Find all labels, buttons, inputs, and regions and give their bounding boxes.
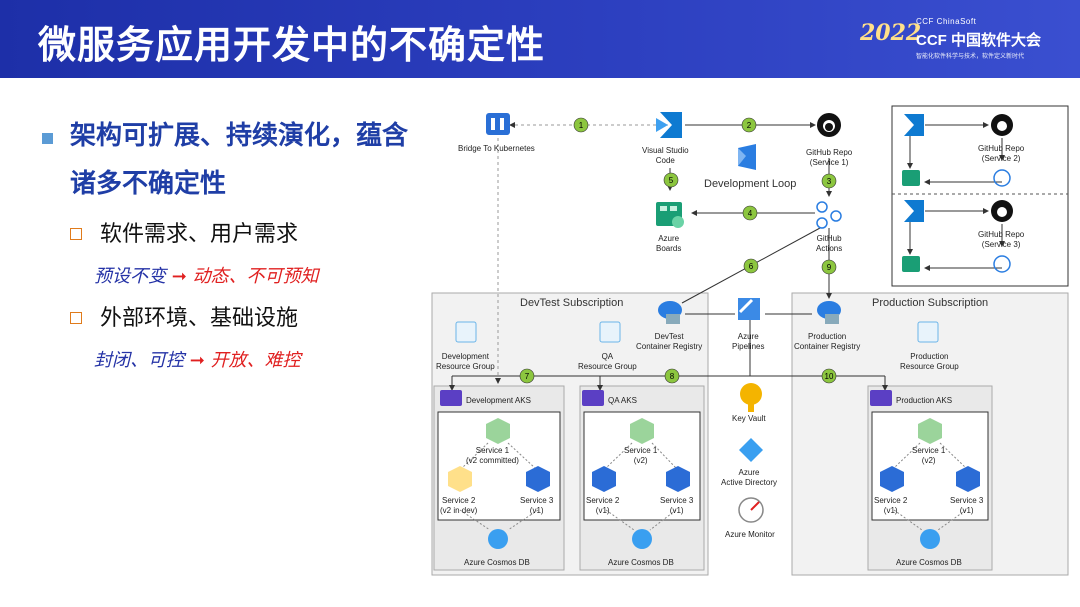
dev-cosmos-label: Azure Cosmos DB xyxy=(464,558,530,567)
svg-text:5: 5 xyxy=(669,176,674,185)
azure-pipelines-icon xyxy=(738,298,760,320)
devtest-registry-label: DevTest Container Registry xyxy=(636,332,703,351)
sub-bullet-2-text: 外部环境、基础设施 xyxy=(100,306,299,331)
resource-group-icons xyxy=(455,321,939,343)
prod-svc3-label: Service 3 (v1) xyxy=(950,496,984,515)
checkbox-bullet-icon xyxy=(70,312,82,324)
svg-text:6: 6 xyxy=(749,262,754,271)
svg-text:9: 9 xyxy=(827,263,832,272)
bridge-label: Bridge To Kubernetes xyxy=(458,144,535,153)
monitor-label: Azure Monitor xyxy=(725,530,775,539)
svg-text:7: 7 xyxy=(525,372,530,381)
github-icon xyxy=(817,113,841,137)
note-1-arrow: ➞ xyxy=(171,266,187,287)
note-2-arrow: ➞ xyxy=(189,350,205,371)
logo-main-text: CCF 中国软件大会 xyxy=(916,32,1041,49)
title-banner: 微服务应用开发中的不确定性 2022 CCF ChinaSoft CCF 中国软… xyxy=(0,0,1080,78)
keyvault-label: Key Vault xyxy=(732,414,766,423)
vscode-icon xyxy=(656,112,682,138)
bridge-to-kubernetes-icon xyxy=(486,113,510,135)
service-icons xyxy=(448,418,980,492)
svg-text:8: 8 xyxy=(670,372,675,381)
note-1-to: 动态、不可预知 xyxy=(192,266,319,287)
active-directory-icon xyxy=(739,438,763,462)
dev-aks-label: Development AKS xyxy=(466,396,531,405)
ccf-logo: 2022 CCF ChinaSoft CCF 中国软件大会 智能化软件科学与技术… xyxy=(858,14,1073,70)
aad-label: Azure Active Directory xyxy=(721,468,778,487)
azure-boards-icon xyxy=(656,202,684,228)
qa-svc2-label: Service 2 (v1) xyxy=(586,496,620,515)
prod-cosmos-label: Azure Cosmos DB xyxy=(896,558,962,567)
qa-svc1-label: Service 1 (v2) xyxy=(624,446,658,465)
qa-rg-label: QA Resource Group xyxy=(578,352,637,371)
page-title: 微服务应用开发中的不确定性 xyxy=(38,23,546,67)
gh3-label: GitHub Repo (Service 3) xyxy=(978,230,1025,249)
qa-aks-label: QA AKS xyxy=(608,396,637,405)
step-markers: 1 2 3 4 5 6 7 8 9 10 xyxy=(519,117,837,384)
gh2-label: GitHub Repo (Service 2) xyxy=(978,144,1025,163)
qa-cosmos-label: Azure Cosmos DB xyxy=(608,558,674,567)
prod-svc1-label: Service 1 (v2) xyxy=(912,446,946,465)
github-label: GitHub Repo (Service 1) xyxy=(806,148,853,167)
svg-text:1: 1 xyxy=(579,121,584,130)
prod-registry-icon xyxy=(817,301,841,324)
github-actions-icon xyxy=(816,201,842,229)
svg-text:3: 3 xyxy=(827,177,832,186)
note-2-to: 开放、难控 xyxy=(210,350,301,371)
cosmos-db-icons xyxy=(488,529,940,549)
svg-text:4: 4 xyxy=(748,209,753,218)
devtest-registry-icon xyxy=(658,301,682,324)
logo-small-text: CCF ChinaSoft xyxy=(916,17,977,26)
main-bullet-text: 架构可扩展、持续演化，蕴含诸多不确定性 xyxy=(70,121,409,199)
note-1: 预设不变 ➞ 动态、不可预知 xyxy=(94,262,319,288)
sub-bullet-1-text: 软件需求、用户需求 xyxy=(100,222,299,247)
prod-svc2-label: Service 2 (v1) xyxy=(874,496,908,515)
architecture-diagram: 1 2 3 4 5 6 7 8 9 10 xyxy=(420,98,1080,588)
svg-text:2: 2 xyxy=(747,121,752,130)
logo-year: 2022 xyxy=(860,20,922,46)
right-box-icons xyxy=(902,114,1013,273)
svg-text:10: 10 xyxy=(825,372,834,381)
dev-svc1-label: Service 1 (v2 committed) xyxy=(466,446,519,465)
devtest-subscription-title: DevTest Subscription xyxy=(520,297,624,309)
azure-monitor-icon xyxy=(738,497,764,523)
boards-label: Azure Boards xyxy=(656,234,682,253)
dev-svc3-label: Service 3 (v1) xyxy=(520,496,554,515)
prod-registry-label: Production Container Registry xyxy=(794,332,861,351)
pipelines-label: Azure Pipelines xyxy=(732,332,765,351)
bullet-square-icon xyxy=(42,133,53,144)
logo-tagline: 智能化软件科学与技术，软件定义新时代 xyxy=(916,54,1025,60)
dev-rg-label: Development Resource Group xyxy=(436,352,495,371)
prod-rg-label: Production Resource Group xyxy=(900,352,959,371)
checkbox-bullet-icon xyxy=(70,228,82,240)
prod-aks-label: Production AKS xyxy=(896,396,953,405)
note-1-from: 预设不变 xyxy=(94,266,166,287)
qa-svc3-label: Service 3 (v1) xyxy=(660,496,694,515)
azure-devops-icon xyxy=(738,144,756,170)
dev-loop-label: Development Loop xyxy=(704,178,797,190)
vscode-label: Visual Studio Code xyxy=(642,146,689,165)
production-subscription-title: Production Subscription xyxy=(872,297,989,309)
aks-header-icons xyxy=(440,390,892,406)
key-vault-icon xyxy=(740,383,762,412)
note-2-from: 封闭、可控 xyxy=(94,350,184,371)
note-2: 封闭、可控 ➞ 开放、难控 xyxy=(94,346,301,372)
dev-svc2-label: Service 2 (v2 in dev) xyxy=(440,496,478,515)
actions-label: GitHub Actions xyxy=(816,234,843,253)
diagram-canvas: 1 2 3 4 5 6 7 8 9 10 xyxy=(431,105,1069,576)
